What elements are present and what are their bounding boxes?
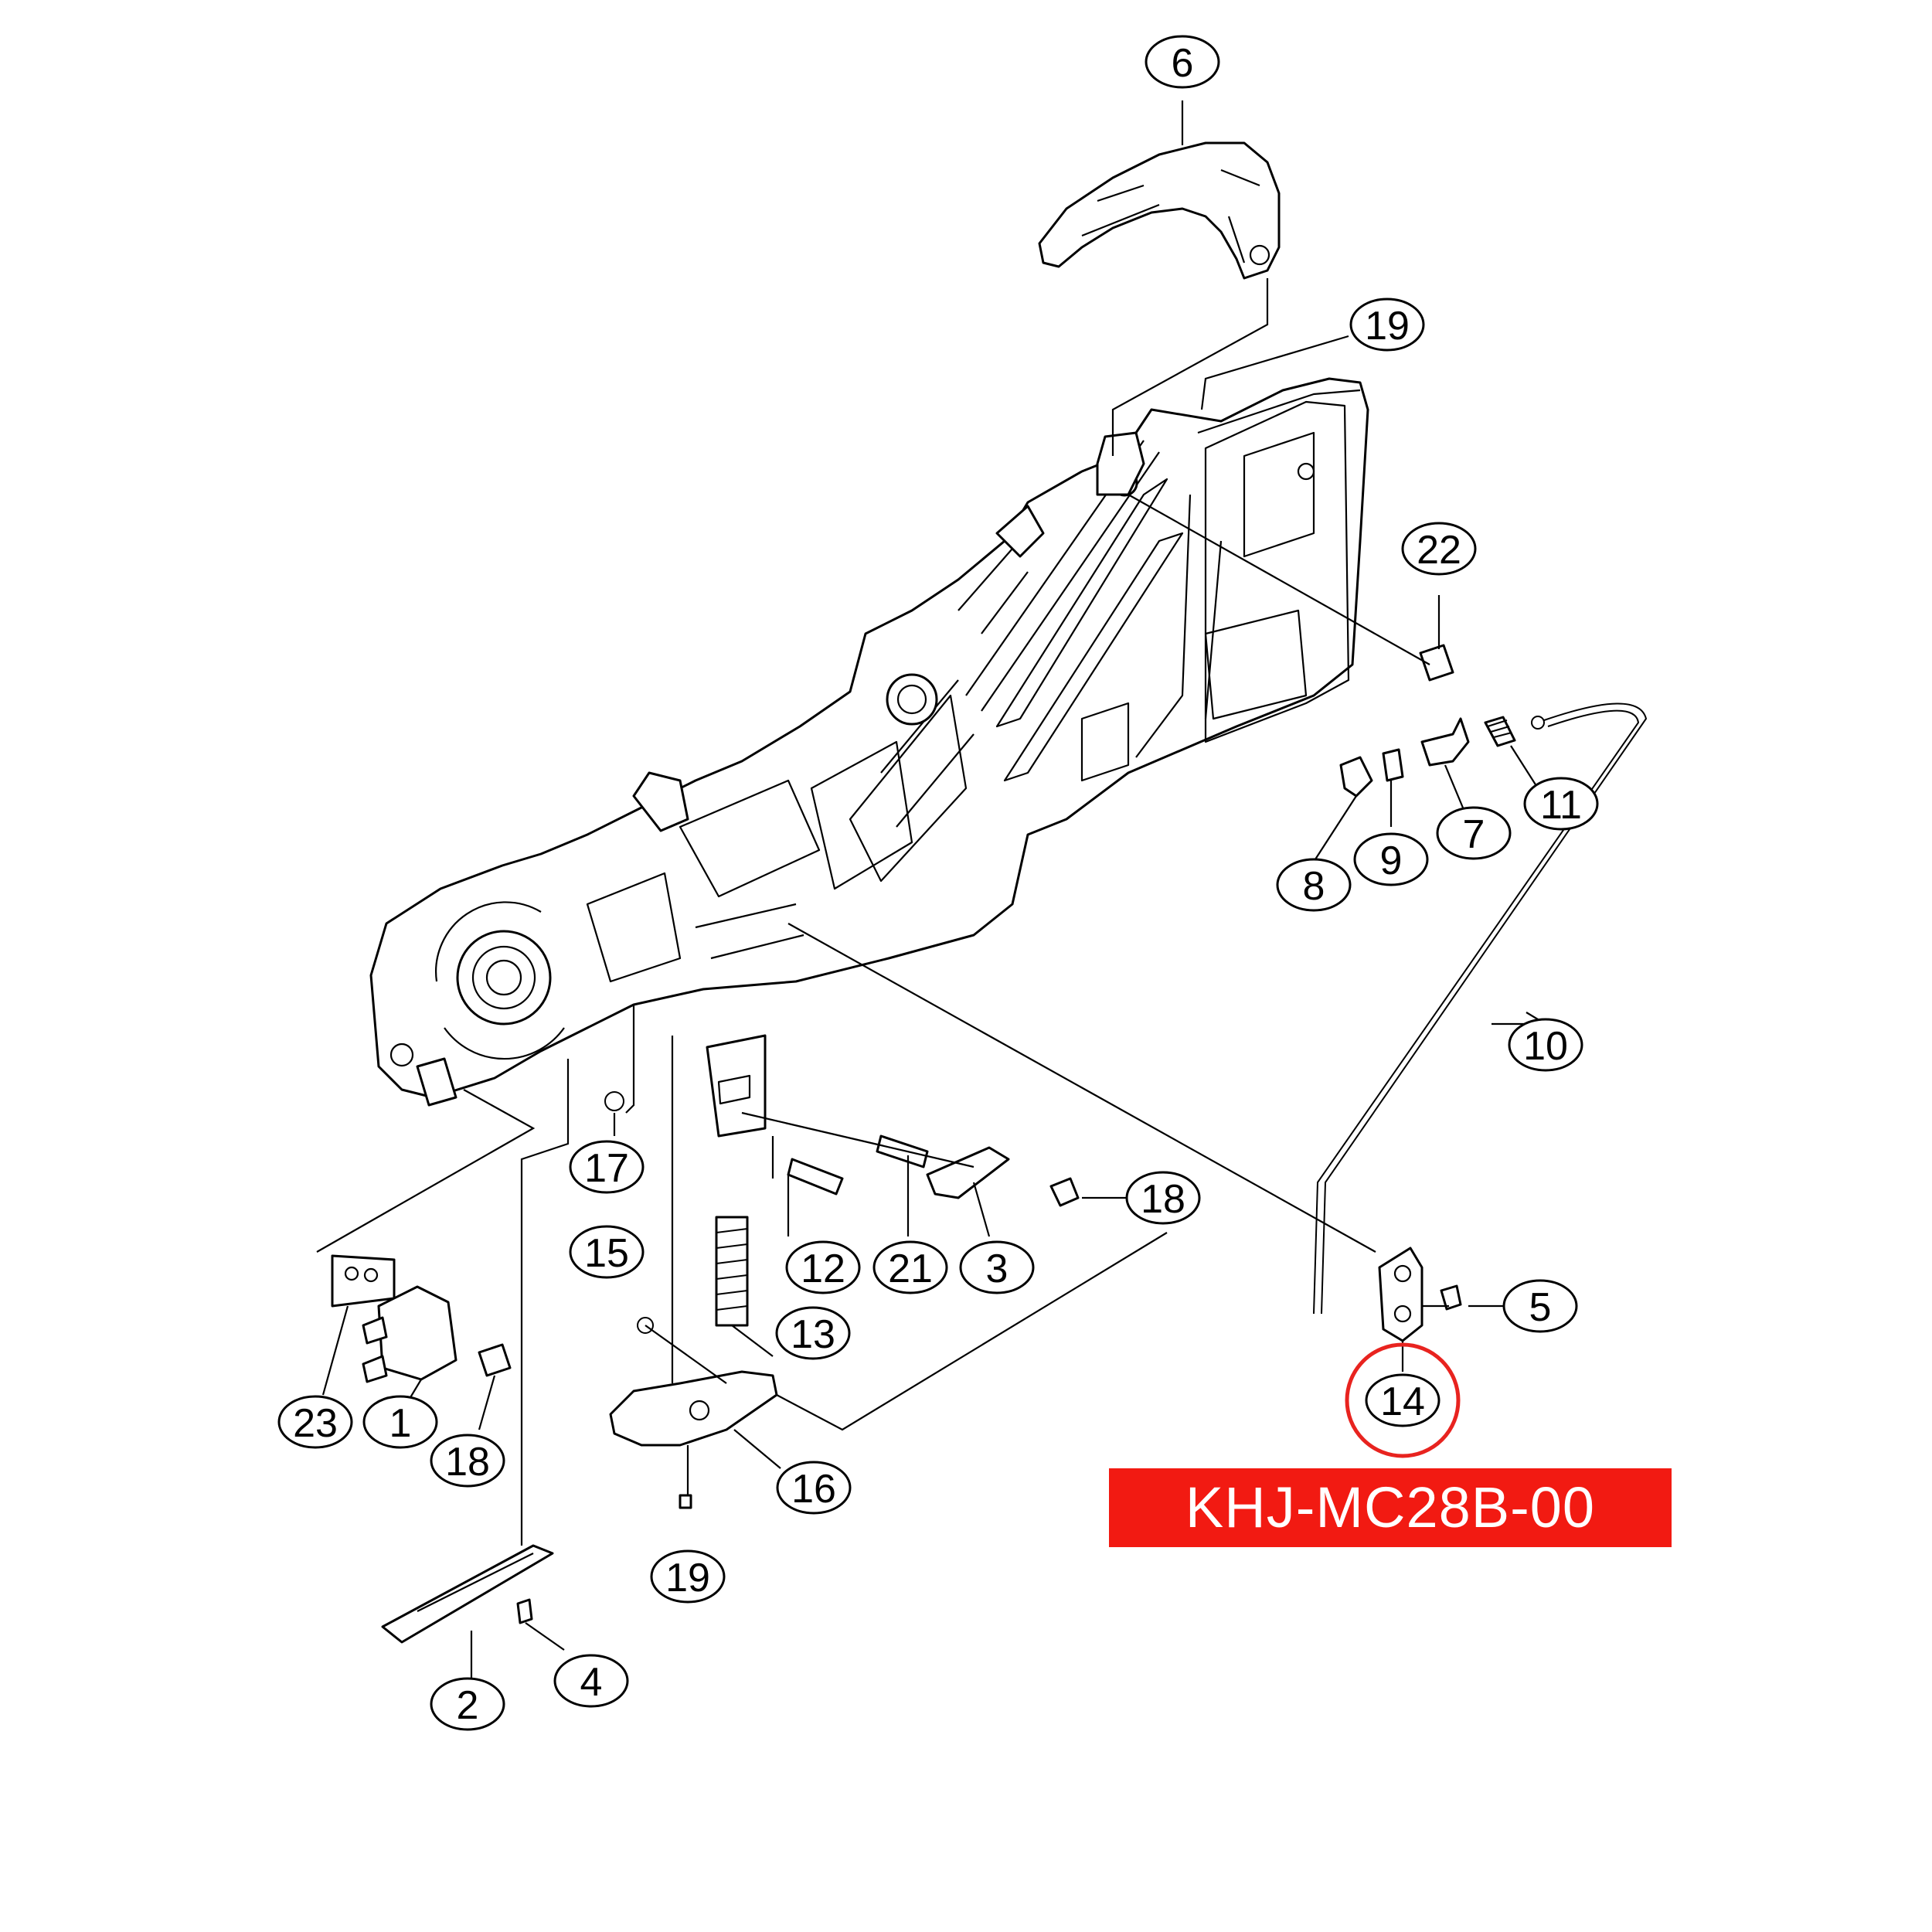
part-7-lever bbox=[1420, 717, 1470, 767]
svg-text:23: 23 bbox=[293, 1401, 338, 1446]
callout-14: 14 bbox=[1365, 1373, 1440, 1427]
callout-13: 13 bbox=[775, 1306, 851, 1360]
svg-text:2: 2 bbox=[457, 1683, 479, 1728]
callout-12: 12 bbox=[785, 1240, 861, 1294]
part-code-banner: KHJ-MC28B-00 bbox=[1109, 1468, 1672, 1547]
svg-text:21: 21 bbox=[888, 1247, 933, 1291]
svg-text:1: 1 bbox=[389, 1401, 412, 1446]
callout-17: 17 bbox=[569, 1140, 645, 1194]
callout-1: 1 bbox=[362, 1395, 438, 1449]
callout-18-right: 18 bbox=[1125, 1171, 1201, 1225]
svg-text:8: 8 bbox=[1303, 864, 1325, 909]
svg-text:11: 11 bbox=[1540, 783, 1582, 828]
callout-22: 22 bbox=[1401, 522, 1477, 576]
part-9-clip bbox=[1382, 748, 1404, 782]
part-2-rail bbox=[381, 1544, 554, 1644]
svg-text:3: 3 bbox=[986, 1247, 1009, 1291]
svg-text:5: 5 bbox=[1529, 1285, 1552, 1330]
part-18-screw-left bbox=[478, 1343, 512, 1377]
svg-text:9: 9 bbox=[1380, 838, 1403, 883]
svg-text:22: 22 bbox=[1417, 528, 1461, 573]
part-6-cover bbox=[1038, 141, 1281, 280]
callout-4: 4 bbox=[553, 1654, 629, 1708]
callout-9: 9 bbox=[1353, 832, 1429, 886]
part-8-clip bbox=[1339, 756, 1373, 798]
callout-7: 7 bbox=[1436, 806, 1512, 860]
part-11-spring bbox=[1484, 716, 1516, 747]
svg-text:12: 12 bbox=[801, 1247, 845, 1291]
svg-text:15: 15 bbox=[584, 1231, 629, 1276]
callout-18-left: 18 bbox=[430, 1434, 505, 1488]
callout-3: 3 bbox=[959, 1240, 1035, 1294]
svg-text:17: 17 bbox=[584, 1146, 629, 1191]
part-5-screw bbox=[1440, 1284, 1462, 1311]
part-10-rod bbox=[1313, 702, 1648, 1315]
part-15-clip bbox=[637, 1317, 654, 1334]
part-19-pin bbox=[679, 1494, 692, 1509]
svg-text:16: 16 bbox=[791, 1467, 836, 1512]
part-1-block bbox=[362, 1285, 457, 1383]
callout-5: 5 bbox=[1502, 1279, 1578, 1333]
part-3-block bbox=[926, 1146, 1010, 1199]
part-21-pin bbox=[876, 1134, 929, 1168]
callout-15: 15 bbox=[569, 1225, 645, 1279]
callout-11: 11 bbox=[1523, 777, 1599, 831]
callout-16: 16 bbox=[776, 1461, 852, 1515]
svg-text:7: 7 bbox=[1463, 812, 1485, 857]
callout-19-bottom: 19 bbox=[650, 1549, 726, 1604]
callout-14-highlight-ring bbox=[1345, 1342, 1461, 1458]
leader-lines bbox=[316, 100, 1549, 1681]
callout-19-top: 19 bbox=[1349, 298, 1425, 352]
svg-text:10: 10 bbox=[1523, 1024, 1568, 1069]
svg-text:19: 19 bbox=[1365, 304, 1410, 349]
callout-8: 8 bbox=[1276, 858, 1352, 912]
part-23-plate bbox=[331, 1254, 396, 1308]
callout-23: 23 bbox=[277, 1395, 353, 1449]
part-4-screw bbox=[516, 1598, 533, 1624]
part-13-spring bbox=[715, 1216, 749, 1327]
part-16-bracket bbox=[609, 1370, 778, 1447]
svg-text:6: 6 bbox=[1172, 41, 1194, 86]
part-12-pin bbox=[787, 1158, 844, 1196]
callout-21: 21 bbox=[872, 1240, 948, 1294]
callout-10: 10 bbox=[1508, 1018, 1583, 1072]
svg-text:19: 19 bbox=[665, 1556, 710, 1600]
svg-text:14: 14 bbox=[1380, 1379, 1425, 1424]
callouts: 6 19 22 11 7 9 8 10 5 14 18 3 21 12 13 1… bbox=[277, 35, 1599, 1731]
svg-text:18: 18 bbox=[1141, 1177, 1185, 1222]
feeder-frame bbox=[369, 377, 1369, 1138]
part-18-screw bbox=[1049, 1177, 1080, 1207]
callout-2: 2 bbox=[430, 1677, 505, 1731]
part-17-clip bbox=[604, 1091, 624, 1111]
svg-text:18: 18 bbox=[445, 1440, 490, 1485]
svg-text:13: 13 bbox=[791, 1312, 835, 1357]
callout-6: 6 bbox=[1145, 35, 1220, 89]
svg-text:4: 4 bbox=[580, 1660, 603, 1705]
part-22-pin bbox=[1419, 644, 1454, 682]
part-14-plate bbox=[1378, 1247, 1423, 1342]
